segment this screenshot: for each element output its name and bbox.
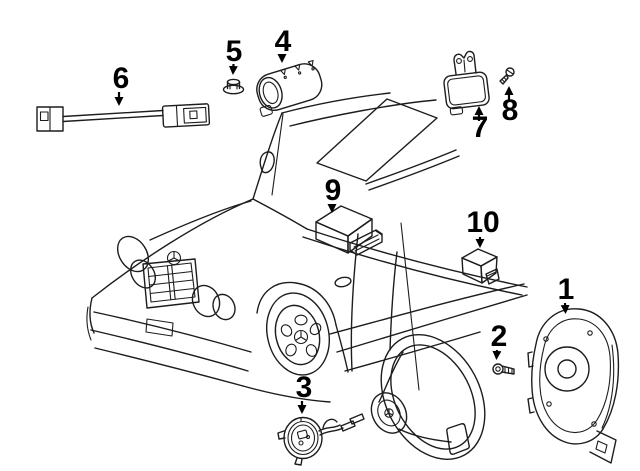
hood-star-emblem — [166, 250, 182, 266]
callout-9: 9 — [325, 174, 342, 213]
part-2-mounting-bolt — [492, 363, 515, 375]
callout-8: 8 — [502, 86, 519, 127]
callout-2-arrow — [492, 349, 502, 360]
callout-10: 10 — [466, 206, 500, 248]
callout-9-number: 9 — [325, 174, 342, 207]
left-headlamp-inner — [129, 259, 157, 289]
front-wheel — [256, 281, 349, 376]
callout-4-number: 4 — [275, 25, 292, 58]
callout-10-number: 10 — [466, 206, 499, 239]
part-5-mounting-nut — [222, 78, 245, 95]
callout-5-number: 5 — [226, 35, 243, 68]
grille — [142, 258, 200, 309]
side-mirror — [259, 151, 275, 174]
part-3-clockspring — [277, 413, 365, 466]
callout-7-number: 7 — [472, 111, 489, 144]
callout-1-number: 1 — [558, 273, 575, 306]
right-headlamp-outer — [191, 284, 221, 318]
callout-8-number: 8 — [502, 94, 519, 127]
callout-1-arrow — [560, 302, 570, 314]
part-10-side-impact-sensor — [461, 248, 500, 285]
part-7-impact-sensor — [443, 50, 490, 116]
callout-3: 3 — [296, 371, 313, 414]
part-1-driver-airbag — [527, 308, 620, 464]
license-plate — [145, 318, 174, 337]
part-4-passenger-airbag — [256, 59, 323, 196]
callout-5: 5 — [226, 35, 243, 75]
front-bumper — [86, 306, 331, 403]
callout-2: 2 — [491, 320, 508, 360]
callout-1: 1 — [558, 273, 575, 314]
callout-7: 7 — [472, 106, 489, 144]
right-headlamp-inner — [212, 293, 236, 321]
part-8-sensor-screw — [499, 67, 515, 85]
door-handle — [334, 276, 352, 288]
callout-6: 6 — [113, 62, 130, 106]
part-6-connector-cable — [36, 103, 211, 132]
callout-5-arrow — [228, 63, 238, 75]
callout-4: 4 — [275, 25, 292, 63]
part-9-control-module — [315, 205, 383, 256]
callout-3-number: 3 — [296, 371, 313, 404]
callout-2-number: 2 — [491, 320, 508, 353]
callout-6-number: 6 — [113, 62, 130, 95]
steering-wheel-illustration — [370, 222, 486, 461]
